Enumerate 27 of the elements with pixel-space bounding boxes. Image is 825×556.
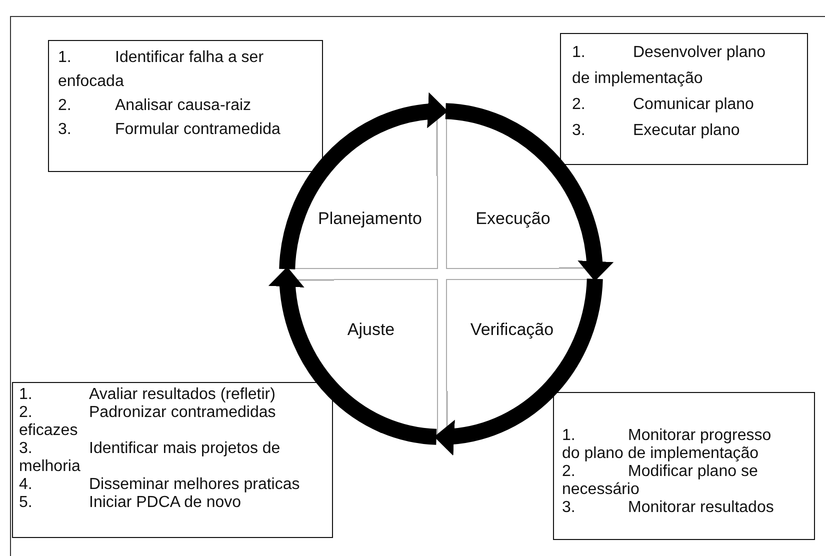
list-item: 3. Executar plano: [572, 121, 741, 141]
step-list-box: [48, 40, 323, 172]
list-item: 1. Identificar falha a ser enfocada: [58, 48, 265, 92]
phase-label: Verificação: [470, 320, 554, 340]
phase-label: Execução: [476, 209, 550, 229]
list-item: 2. Modificar plano se necessário: [562, 463, 759, 499]
list-item: 4. Disseminar melhores praticas: [19, 476, 301, 494]
list-item: 2. Comunicar plano: [572, 95, 755, 115]
list-item: 3. Monitorar resultados: [562, 499, 775, 517]
cycle-arrow: [270, 266, 438, 445]
step-list-box: [560, 33, 808, 165]
cycle-arrow: [279, 94, 448, 270]
phase-label: Planejamento: [318, 209, 422, 229]
cycle-arrow: [444, 103, 612, 282]
phase-label: Ajuste: [347, 320, 395, 340]
step-list-box: [12, 382, 333, 538]
list-item: 1. Desenvolver plano de implementação: [572, 43, 767, 89]
step-list-box: [553, 392, 815, 540]
list-item: 3. Identificar mais projetos de melhoria: [19, 440, 282, 476]
list-item: 3. Formular contramedida: [58, 120, 282, 140]
cycle-arrow: [434, 278, 603, 454]
phase-quadrant: [334, 279, 438, 437]
list-item: 5. Iniciar PDCA de novo: [19, 494, 242, 512]
list-item: 2. Padronizar contramedidas eficazes: [19, 404, 277, 440]
list-item: 1. Monitorar progresso do plano de implementação: [562, 427, 772, 463]
list-item: 2. Analisar causa-raiz: [58, 96, 252, 116]
list-item: 1. Avaliar resultados (refletir): [19, 386, 276, 404]
